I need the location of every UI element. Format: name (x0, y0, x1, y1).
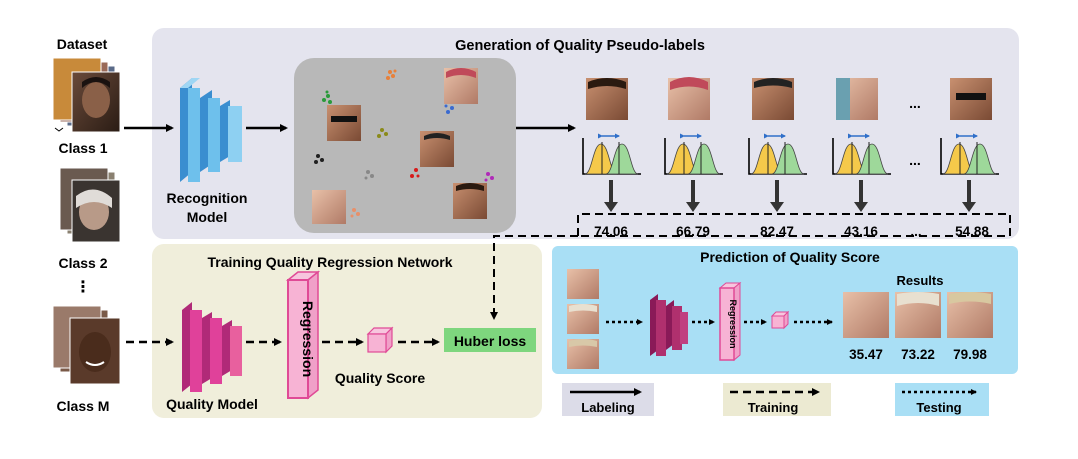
huber-loss-box (444, 328, 536, 352)
test-regression-label: Regression (728, 299, 738, 348)
pseudo-label-faces (586, 77, 992, 120)
class-2-face-stack (59, 167, 121, 243)
regression-label: Regression (300, 301, 316, 377)
regression-block (285, 270, 321, 400)
test-input-faces (567, 269, 599, 369)
legend-training-text: Training (748, 400, 799, 415)
recognition-model-label-line2: Model (187, 209, 227, 225)
prediction-panel-title: Prediction of Quality Score (700, 249, 880, 265)
results-label: Results (897, 273, 944, 288)
gaussians-ellipsis: ... (909, 152, 921, 168)
quality-model-label: Quality Model (166, 396, 258, 412)
quality-model-icon (182, 302, 242, 392)
training-panel (152, 244, 542, 418)
quality-score-cube (366, 326, 394, 354)
legend-testing: Testing (895, 383, 989, 416)
result-score-1: 35.47 (849, 347, 883, 362)
gaussian-pair-2 (664, 133, 723, 212)
class-label-1: Class 1 (58, 140, 107, 156)
dataset-label: Dataset (57, 36, 108, 52)
result-faces (843, 292, 993, 338)
legend-labeling-text: Labeling (581, 400, 635, 415)
recognition-model-label-line1: Recognition (167, 190, 248, 206)
gaussian-pair-1 (582, 133, 641, 212)
embedding-clusters (314, 69, 494, 218)
test-score-cube (770, 310, 790, 330)
test-quality-model-icon (650, 294, 688, 356)
top-panel-title: Generation of Quality Pseudo-labels (455, 38, 705, 54)
class-label-m: Class M (57, 398, 110, 414)
legend-training: Training (723, 383, 831, 416)
gaussian-pair-3 (748, 133, 807, 212)
huber-loss-label: Huber loss (454, 333, 527, 349)
score-ellipsis: ... (910, 224, 921, 239)
faces-ellipsis: ... (909, 95, 921, 111)
legend-labeling: Labeling (562, 383, 654, 416)
test-regression-block (718, 281, 742, 362)
result-score-2: 73.22 (901, 347, 935, 362)
gaussian-pair-4 (832, 133, 891, 212)
top-panel (152, 28, 1019, 239)
result-score-3: 79.98 (953, 347, 987, 362)
training-panel-title: Training Quality Regression Network (207, 254, 452, 270)
recognition-model-icon (180, 78, 242, 182)
class-1-face-stack (52, 57, 121, 133)
gaussian-pair-5 (940, 133, 999, 212)
scores-dashed-bracket (577, 213, 1011, 237)
legend-testing-text: Testing (916, 400, 961, 415)
quality-score-label: Quality Score (335, 370, 425, 386)
gaussian-distributions (582, 133, 999, 212)
training-dashed-link (490, 235, 578, 320)
class-label-2: Class 2 (58, 255, 107, 271)
score-1: 74.06 (594, 224, 628, 239)
embedding-faces (312, 68, 487, 224)
class-ellipsis: ⋮ (75, 279, 91, 296)
class-m-face-stack (52, 305, 121, 385)
